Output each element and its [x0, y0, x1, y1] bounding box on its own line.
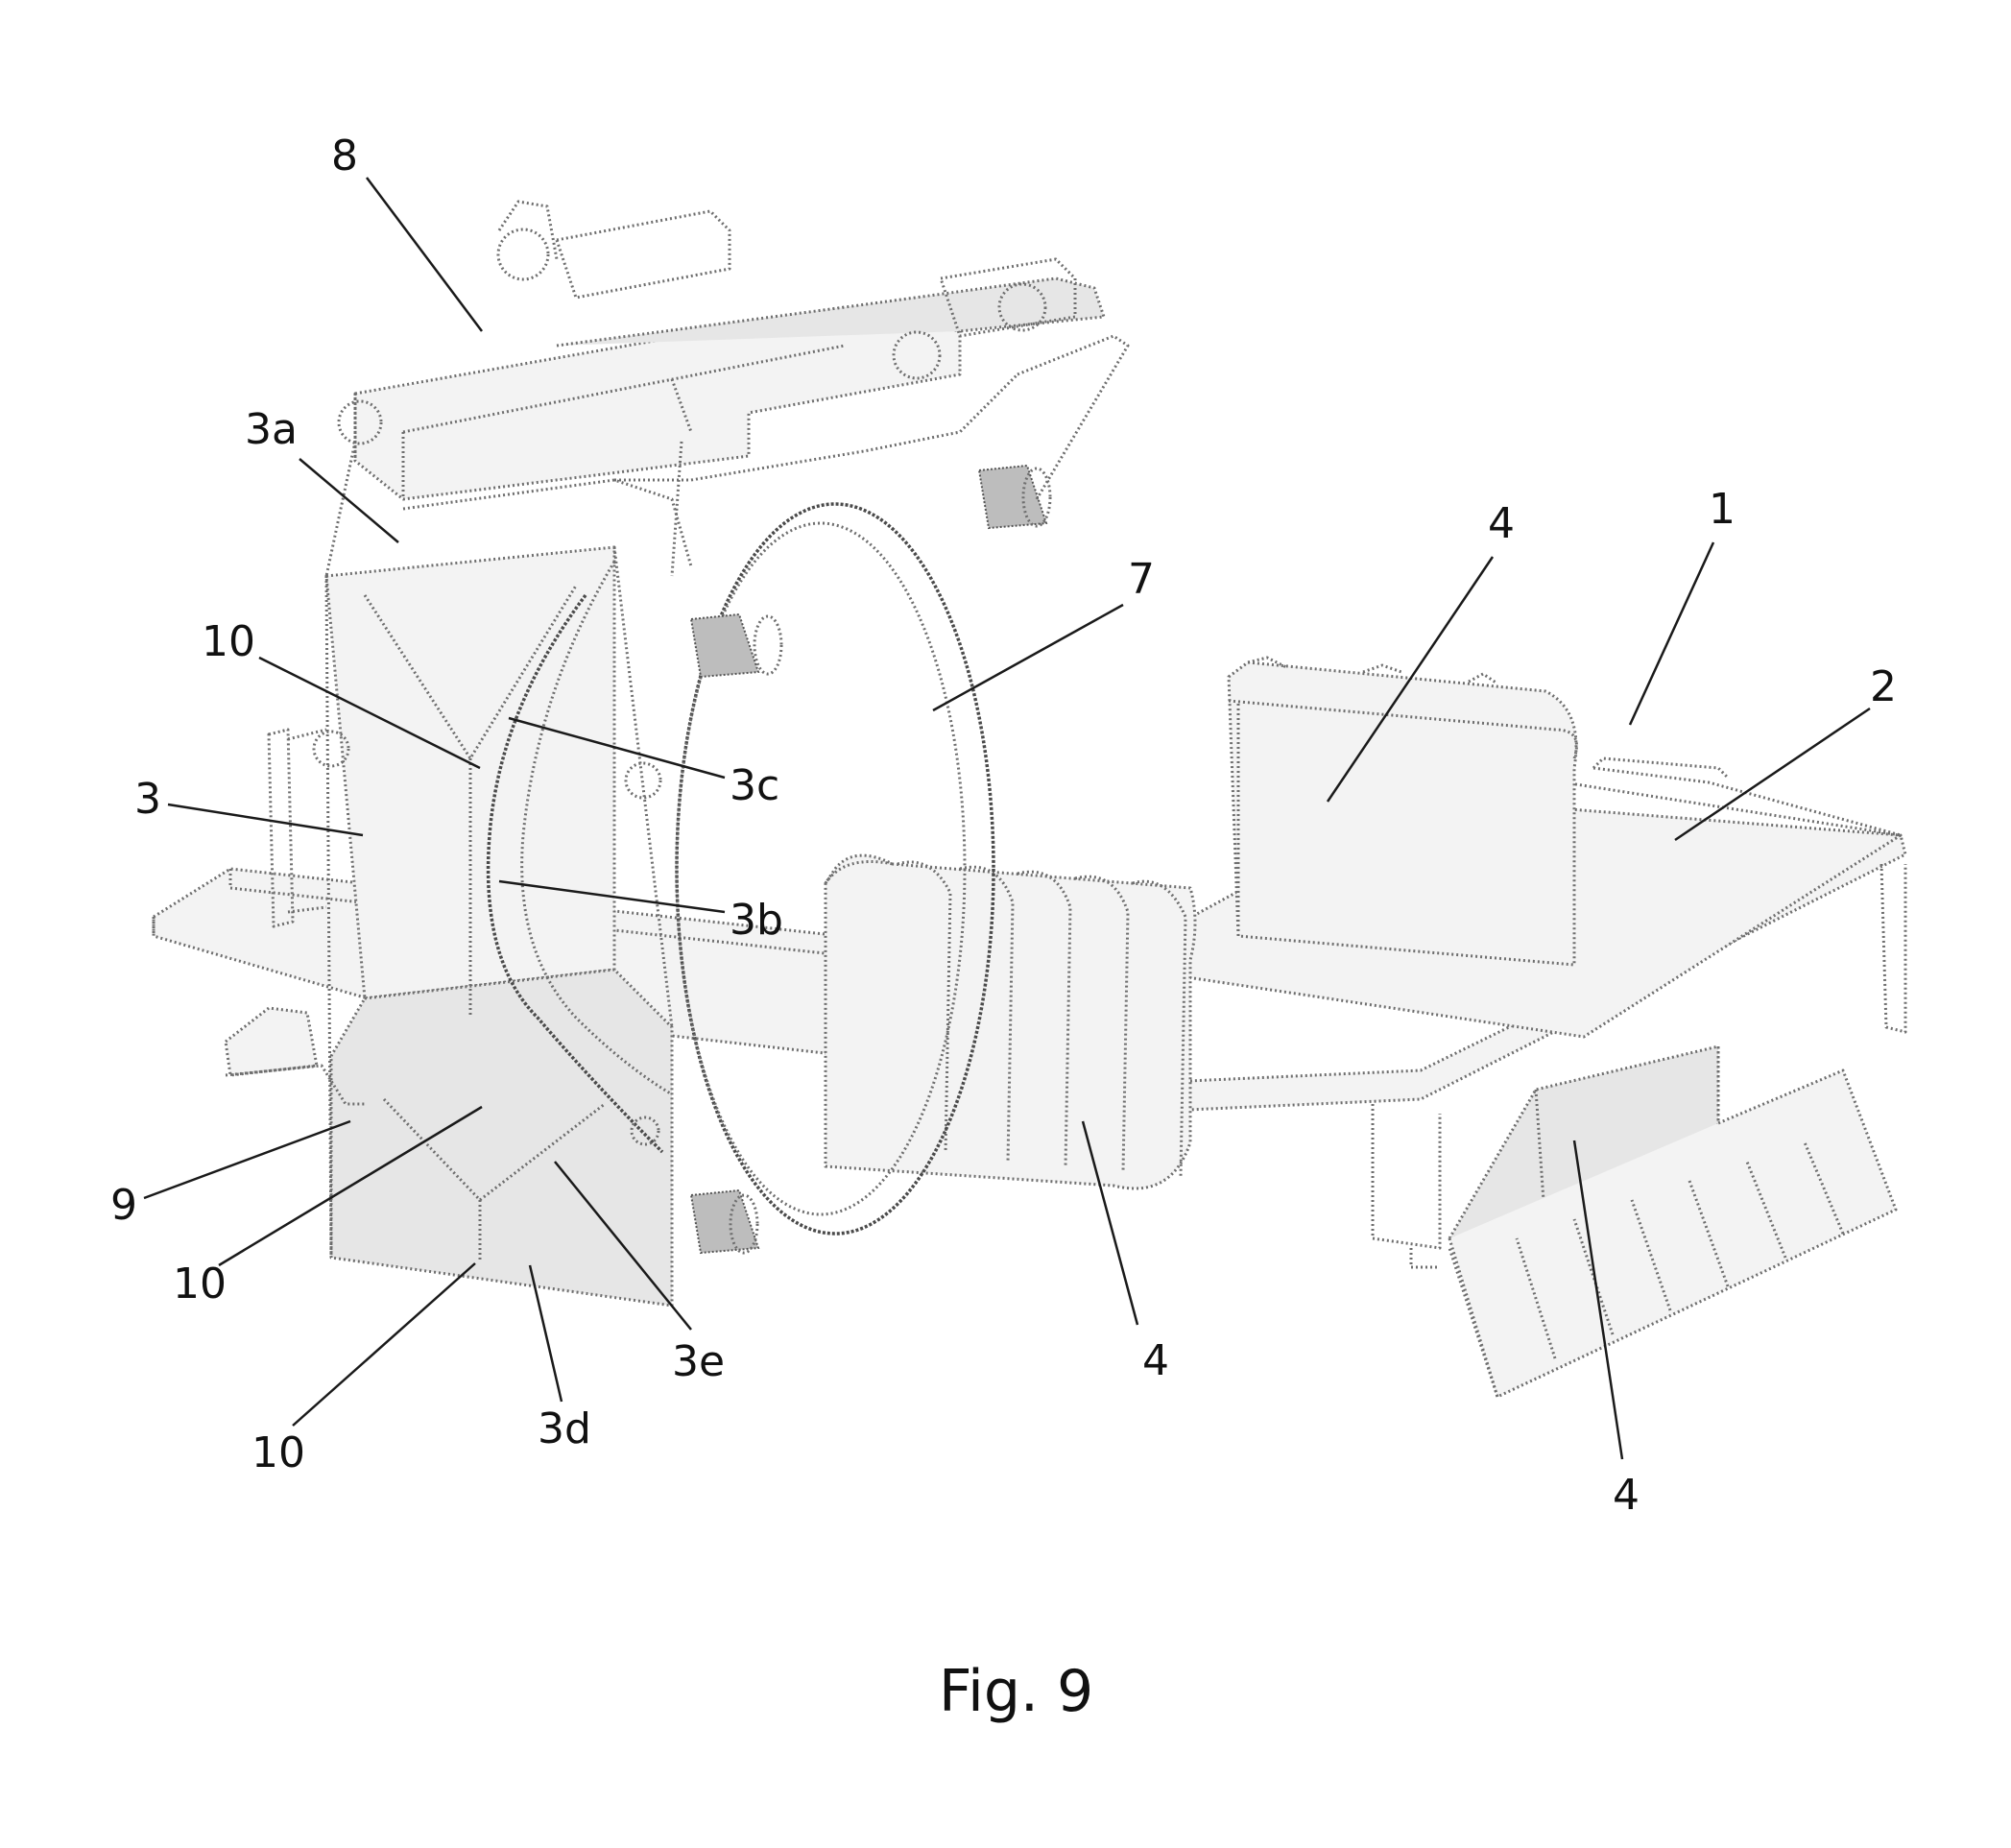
leader-4-top	[1326, 556, 1495, 803]
label-10-bottom: 10	[251, 1428, 305, 1477]
leader-9	[143, 1119, 351, 1200]
leader-4-mid	[1081, 1120, 1139, 1326]
component-4-upper	[1227, 656, 1578, 967]
leader-lines	[143, 177, 1871, 1460]
leader-10-bottom	[292, 1262, 476, 1427]
leader-8	[366, 177, 483, 332]
leader-4-right	[1572, 1140, 1624, 1460]
leader-3e	[554, 1161, 692, 1331]
label-1: 1	[1709, 485, 1736, 534]
label-10-top: 10	[202, 617, 255, 666]
leader-2	[1674, 707, 1871, 842]
label-3e: 3e	[672, 1337, 725, 1386]
label-3c: 3c	[730, 761, 779, 810]
component-4-middle	[824, 853, 1197, 1190]
component-4-right	[1448, 1044, 1898, 1399]
lifting-frame-8	[324, 200, 1130, 577]
reference-labels: 8 3a 10 3c 3 3b 7 4 1 2 9 10 3e 10 3d 4 …	[110, 132, 1897, 1520]
label-3: 3	[134, 775, 161, 824]
label-4-right: 4	[1613, 1471, 1640, 1520]
label-3b: 3b	[730, 896, 783, 945]
label-4-top: 4	[1488, 499, 1515, 548]
label-3a: 3a	[245, 405, 298, 454]
label-8: 8	[331, 132, 358, 180]
label-3d: 3d	[538, 1404, 591, 1453]
label-10-mid: 10	[173, 1260, 227, 1308]
roller-hubs	[689, 464, 1052, 1255]
leader-3d	[528, 1264, 563, 1403]
leader-7	[932, 603, 1124, 712]
leader-1	[1628, 541, 1715, 726]
leader-3c	[508, 716, 726, 780]
label-9: 9	[110, 1181, 137, 1230]
figure-caption: Fig. 9	[939, 1658, 1093, 1725]
leader-10-mid	[218, 1105, 483, 1267]
disc-7	[675, 502, 995, 1236]
leader-10-top	[258, 656, 481, 770]
leader-3b	[498, 879, 726, 914]
label-7: 7	[1128, 555, 1155, 604]
label-2: 2	[1870, 662, 1897, 711]
label-4-mid: 4	[1142, 1336, 1169, 1385]
frame-structure-3	[224, 545, 674, 1308]
leader-3	[167, 803, 364, 837]
leader-3a	[299, 458, 399, 543]
